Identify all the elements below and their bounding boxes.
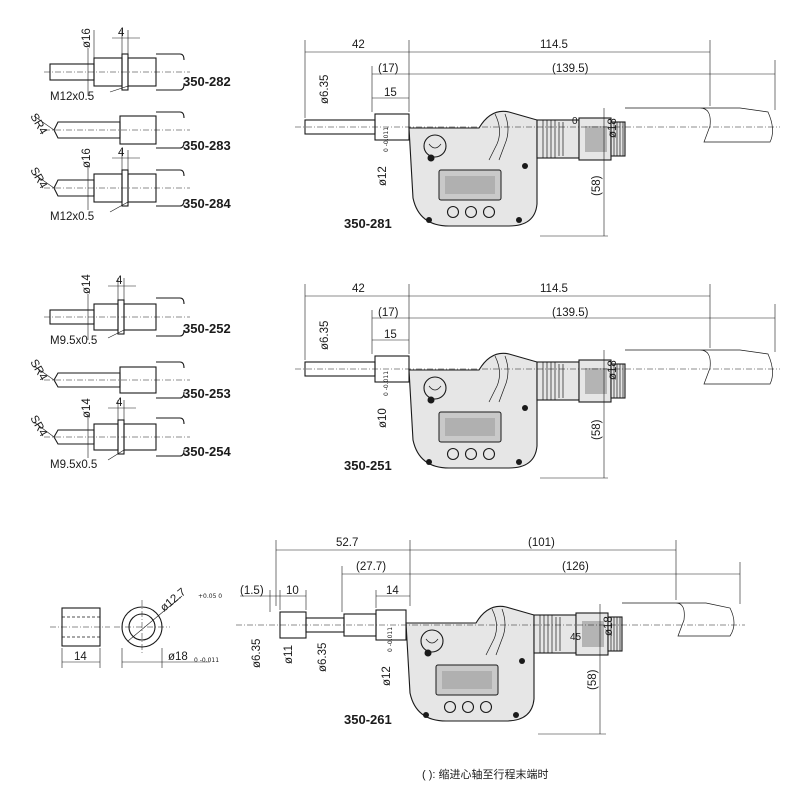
- dim-4: 4: [118, 27, 125, 39]
- dim-sr4: SR4: [27, 414, 49, 440]
- head-350-281: 42 114.5 (17) (139.5) 15 ø6.35 ø12 0 -0.…: [295, 39, 780, 237]
- dim-58: (58): [591, 175, 603, 196]
- dim-4: 4: [116, 275, 123, 287]
- dim-42: 42: [352, 283, 365, 295]
- micrometer-body: [408, 110, 626, 227]
- variant-350-252: ø14 4 M9.5x0.5 350-252: [44, 274, 231, 347]
- model-350-283: 350-283: [183, 138, 231, 153]
- dim-phi127: ø12.7: [158, 586, 188, 614]
- thimble-45: 45: [570, 632, 582, 643]
- dim-sr4: SR4: [27, 166, 49, 192]
- dim-m12: M12x0.5: [50, 211, 94, 223]
- model-350-281: 350-281: [344, 216, 392, 231]
- model-350-261: 350-261: [344, 712, 392, 727]
- variant-350-253: SR4 350-253: [27, 358, 230, 402]
- dim-14: 14: [386, 585, 399, 597]
- extended-outline: [622, 602, 735, 637]
- footnote: ( ): 缩进心轴至行程末端时: [422, 767, 549, 781]
- dim-m95: M9.5x0.5: [50, 459, 97, 471]
- dim-phi12: ø12: [381, 666, 393, 686]
- model-350-252: 350-252: [183, 321, 231, 336]
- model-350-284: 350-284: [183, 196, 231, 211]
- dim-phi635: ø6.35: [319, 321, 331, 350]
- dim-58: (58): [591, 419, 603, 440]
- dim-sr4: SR4: [27, 358, 49, 384]
- dim-m95: M9.5x0.5: [50, 335, 97, 347]
- dim-139-5: (139.5): [552, 307, 589, 319]
- dim-4: 4: [116, 397, 123, 409]
- dim-phi10: ø10: [377, 408, 389, 428]
- dim-phi16: ø16: [81, 28, 93, 48]
- dim-17: (17): [378, 307, 399, 319]
- tol-phi18b: 0 -0.011: [194, 657, 219, 664]
- tol-phi12: 0 -0.011: [383, 127, 390, 152]
- dim-1-5: (1.5): [240, 585, 264, 597]
- tol-phi127: +0.05 0: [198, 593, 222, 600]
- dim-phi14: ø14: [81, 398, 93, 418]
- extended-outline: [625, 107, 773, 143]
- dim-114-5: 114.5: [540, 39, 568, 51]
- dim-15: 15: [384, 329, 397, 341]
- micrometer-body: [405, 605, 623, 722]
- dim-139-5: (139.5): [552, 63, 589, 75]
- dim-phi18: ø18: [603, 616, 615, 636]
- variant-350-283: SR4 350-283: [27, 111, 231, 153]
- dim-phi635: ø6.35: [319, 75, 331, 104]
- model-350-254: 350-254: [183, 444, 231, 459]
- dim-phi18: ø18: [607, 118, 619, 138]
- break-line: [156, 53, 185, 61]
- model-350-251: 350-251: [344, 458, 392, 473]
- dim-phi14: ø14: [81, 274, 93, 294]
- thimble-0: 0: [572, 116, 578, 127]
- dim-phi16: ø16: [81, 148, 93, 168]
- dim-27-7: (27.7): [356, 561, 386, 573]
- tol-phi12: 0 -0.011: [387, 627, 394, 652]
- dim-sr4: SR4: [27, 112, 49, 138]
- dim-phi12: ø12: [377, 166, 389, 186]
- head-350-251: 42 114.5 (17) (139.5) 15 ø6.35 ø10 0 -0.…: [295, 283, 780, 479]
- variant-350-282: ø16 4 M12x0.5 350-282: [44, 27, 231, 103]
- dim-114-5: 114.5: [540, 283, 568, 295]
- dim-phi635-a: ø6.35: [251, 639, 263, 668]
- variant-350-254: SR4 ø14 4 M9.5x0.5 350-254: [27, 397, 231, 471]
- model-350-282: 350-282: [183, 74, 231, 89]
- extended-outline: [625, 349, 773, 385]
- model-350-253: 350-253: [183, 386, 231, 401]
- dim-10: 10: [286, 585, 299, 597]
- head-350-261: 52.7 (101) (27.7) (126) 14 (1.5) 10 ø6.3…: [236, 537, 745, 735]
- micrometer-body: [408, 352, 626, 469]
- dim-52-7: 52.7: [336, 537, 358, 549]
- tol-phi10: 0 -0.011: [383, 371, 390, 396]
- variant-350-284: SR4 ø16 4 M12x0.5 350-284: [27, 147, 231, 223]
- dim-126: (126): [562, 561, 589, 573]
- dim-4: 4: [118, 147, 125, 159]
- adapter-views: 14 ø12.7 +0.05 0 ø18 0 -0.011: [50, 586, 222, 668]
- dim-phi635-b: ø6.35: [317, 643, 329, 672]
- dim-phi18: ø18: [607, 360, 619, 380]
- dim-17: (17): [378, 63, 399, 75]
- dim-14: 14: [74, 651, 87, 663]
- dim-15: 15: [384, 87, 397, 99]
- dim-42: 42: [352, 39, 365, 51]
- dim-phi11: ø11: [283, 645, 295, 664]
- dim-101: (101): [528, 537, 555, 549]
- dim-m12: M12x0.5: [50, 91, 94, 103]
- dim-58: (58): [587, 669, 599, 690]
- dim-phi18b: ø18: [168, 651, 188, 663]
